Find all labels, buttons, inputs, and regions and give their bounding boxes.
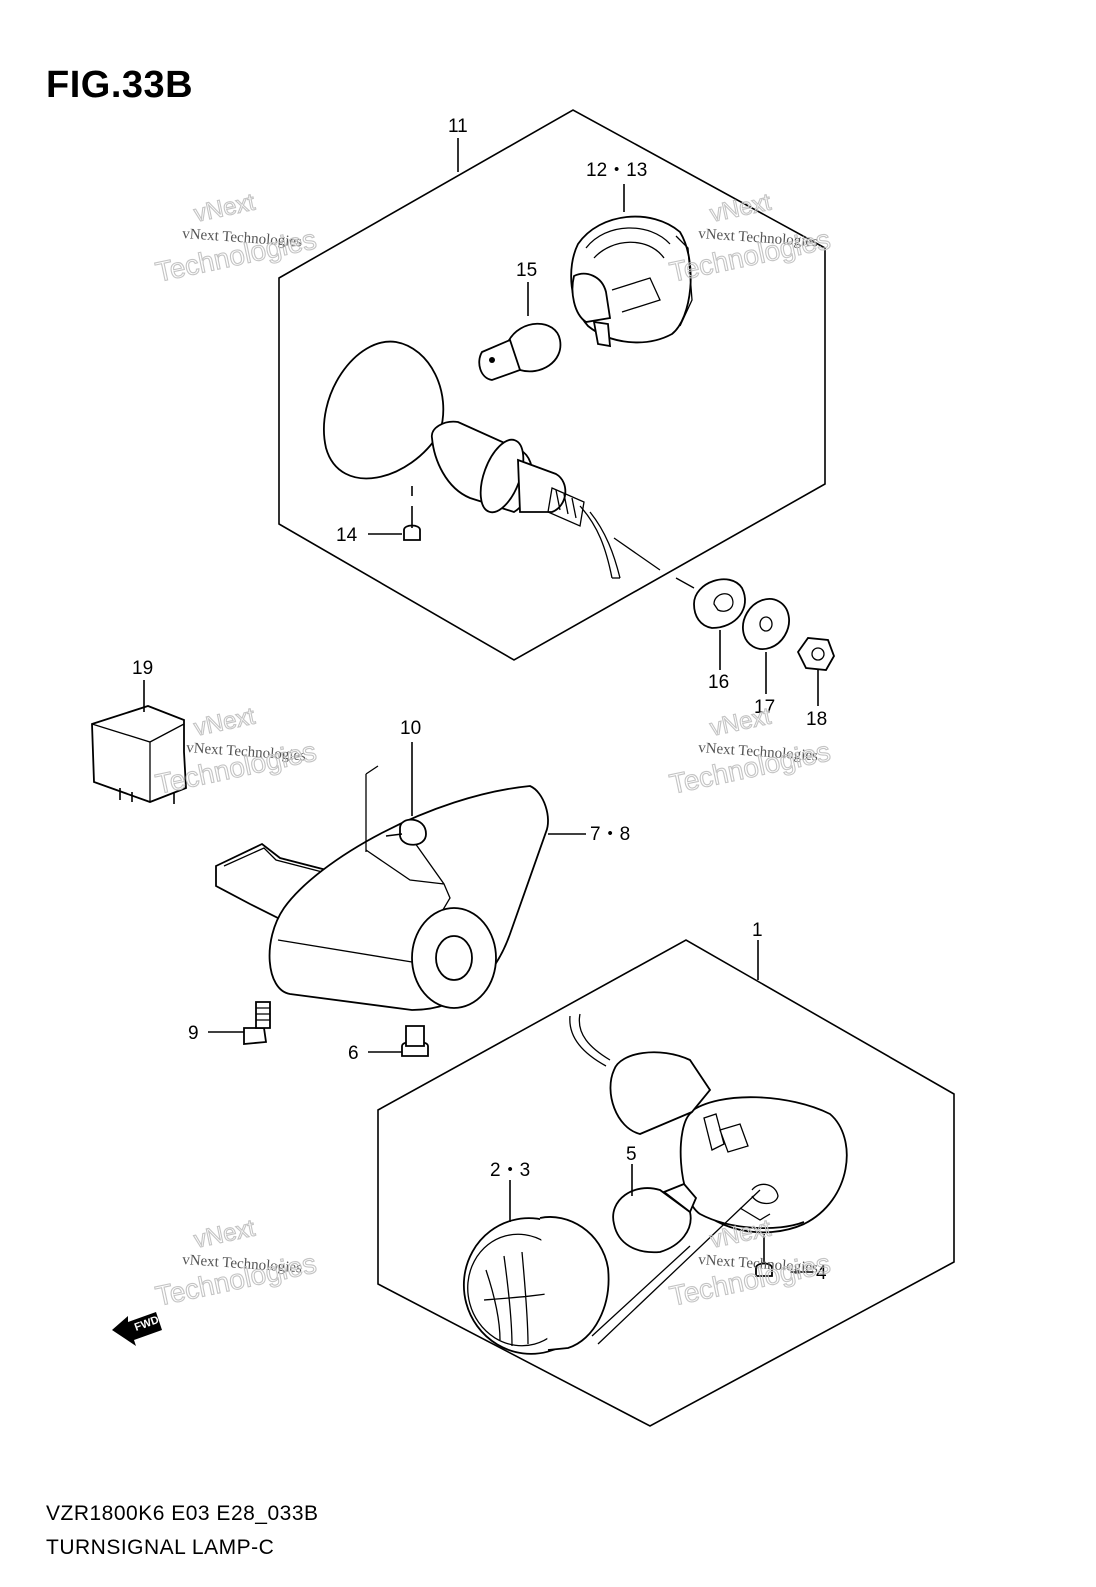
nut-18 bbox=[796, 637, 835, 671]
callout-7-8: 7・8 bbox=[590, 824, 630, 845]
screw-6 bbox=[401, 1025, 429, 1057]
fwd-arrow: FWD bbox=[112, 1312, 162, 1346]
model-code: VZR1800K6 E03 E28_033B bbox=[46, 1502, 319, 1525]
front-bulb bbox=[612, 1182, 698, 1254]
washer-17 bbox=[742, 598, 790, 650]
group-outline-1 bbox=[377, 939, 955, 1427]
callout-4: 4 bbox=[816, 1263, 827, 1284]
callout-14: 14 bbox=[336, 525, 358, 546]
callout-16: 16 bbox=[708, 672, 729, 693]
callout-12-13: 12・13 bbox=[586, 160, 647, 181]
figure-title: FIG.33B bbox=[46, 64, 194, 106]
watermark-text-line1: vNext bbox=[192, 703, 258, 742]
callout-10: 10 bbox=[400, 718, 421, 739]
relay-19 bbox=[91, 705, 187, 804]
front-lamp-housing bbox=[569, 1013, 848, 1234]
callout-15: 15 bbox=[516, 260, 537, 281]
watermark-bottom-left: vNext vNext Technologies Technologies bbox=[152, 1214, 319, 1312]
figure-name: TURNSIGNAL LAMP-C bbox=[46, 1536, 275, 1559]
rear-lamp-socket bbox=[570, 215, 693, 348]
group-outline-11 bbox=[278, 109, 826, 661]
front-lamp-lens bbox=[462, 1216, 610, 1355]
callout-2-3: 2・3 bbox=[490, 1160, 530, 1181]
watermark-text-line1: vNext bbox=[708, 703, 774, 742]
callout-leaders bbox=[143, 138, 819, 1273]
callout-1: 1 bbox=[752, 920, 763, 941]
callout-labels: 11 12・13 15 14 16 17 18 19 10 7・8 9 6 1 … bbox=[132, 116, 827, 1284]
callout-9: 9 bbox=[188, 1023, 199, 1044]
watermark-bottom-right: vNext vNext Technologies Technologies bbox=[666, 1214, 833, 1312]
callout-5: 5 bbox=[626, 1144, 637, 1165]
callout-11: 11 bbox=[448, 116, 468, 137]
watermark-text-line1: vNext bbox=[192, 1215, 258, 1254]
screw-10 bbox=[365, 765, 427, 852]
callout-18: 18 bbox=[806, 709, 827, 730]
callout-17: 17 bbox=[754, 697, 775, 718]
rear-lamp-housing bbox=[323, 340, 621, 579]
watermark-text-line1: vNext bbox=[192, 189, 258, 228]
screw-14 bbox=[403, 506, 421, 541]
screw-9 bbox=[243, 1001, 271, 1045]
rear-bulb bbox=[478, 322, 562, 381]
callout-6: 6 bbox=[348, 1043, 359, 1064]
callout-19: 19 bbox=[132, 658, 153, 679]
watermark-text-line1: vNext bbox=[708, 189, 774, 228]
bracket-7-8 bbox=[215, 785, 549, 1011]
cushion-16 bbox=[693, 578, 746, 629]
watermark-top-left: vNext vNext Technologies Technologies bbox=[152, 188, 319, 288]
watermark-top-right: vNext vNext Technologies Technologies bbox=[666, 188, 833, 288]
screw-4 bbox=[755, 1234, 773, 1277]
